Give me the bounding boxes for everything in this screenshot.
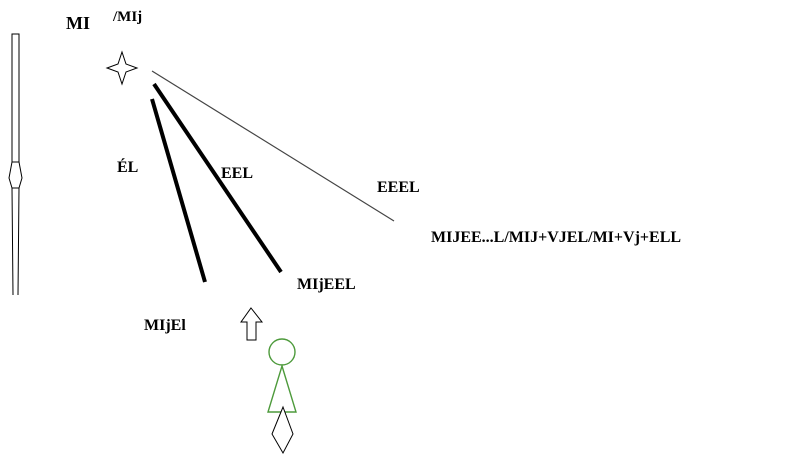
- four-point-star-icon: [105, 50, 139, 86]
- line-eeel: [151, 70, 395, 222]
- line-el: [150, 98, 207, 283]
- diamond-icon: [271, 405, 294, 455]
- arrow-up-icon: [240, 307, 264, 341]
- label-eel: EEL: [221, 165, 254, 182]
- label-mijeel: MIjEEL: [297, 276, 356, 293]
- person-icon: [267, 338, 297, 413]
- label-mi: MI: [66, 13, 90, 33]
- line-eel: [152, 82, 283, 274]
- label-formula: MIJEE...L/MIJ+VJEL/MI+Vj+ELL: [431, 229, 682, 246]
- vertical-pointer-icon: [8, 33, 23, 296]
- label-mij: /MIj: [113, 9, 143, 25]
- label-el: ÉL: [117, 159, 139, 176]
- label-mijel: MIjEl: [144, 317, 186, 334]
- label-eeel: EEEL: [377, 179, 420, 196]
